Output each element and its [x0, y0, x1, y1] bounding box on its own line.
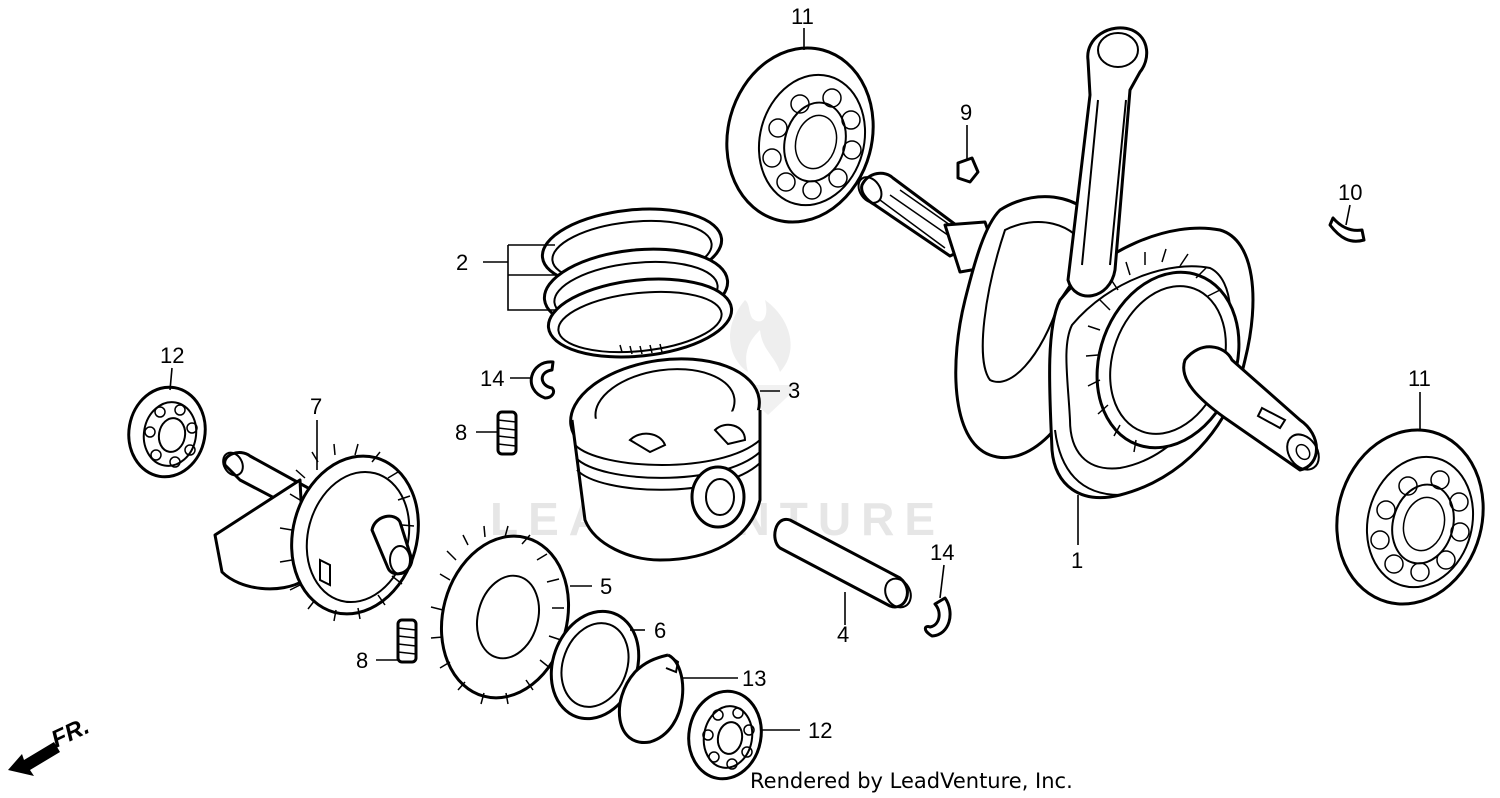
callout-11-right: 11 [1408, 366, 1431, 391]
callout-13: 13 [742, 666, 766, 691]
leader-lines [169, 28, 1421, 731]
callout-10: 10 [1338, 180, 1362, 205]
callout-5: 5 [600, 574, 612, 599]
circlip-14-bottom [923, 596, 952, 638]
arrow-front-icon [8, 742, 60, 776]
render-credit: Rendered by LeadVenture, Inc. [750, 769, 1073, 793]
piston-pin-4 [773, 517, 912, 609]
callout-12-left: 12 [160, 343, 184, 368]
spring-8-top [496, 410, 518, 456]
piston-rings-2 [540, 207, 734, 359]
callout-11-top: 11 [791, 4, 814, 29]
callout-4: 4 [837, 622, 849, 647]
callout-6: 6 [654, 618, 666, 643]
callout-9: 9 [960, 100, 972, 125]
callout-1: 1 [1071, 548, 1083, 573]
callout-labels: 11 9 10 11 1 2 14 3 8 12 7 5 6 8 4 14 13… [160, 4, 1431, 743]
bearing-11-right [1335, 428, 1485, 606]
circlip-14-top [529, 360, 556, 400]
spring-8-bottom [396, 618, 418, 664]
callout-12-bottom: 12 [808, 718, 832, 743]
bearing-11-top [725, 46, 875, 224]
crankshaft-1 [857, 26, 1320, 500]
callout-14-top: 14 [480, 366, 504, 391]
balancer-shaft-7 [213, 443, 420, 622]
woodruff-key-10 [1328, 216, 1366, 243]
bearing-12-bottom [687, 689, 763, 781]
callout-2: 2 [456, 250, 468, 275]
callout-3: 3 [788, 378, 800, 403]
piston-3 [569, 357, 762, 562]
snap-ring-13 [617, 653, 685, 744]
callout-8-top: 8 [455, 420, 467, 445]
woodruff-key-9 [956, 156, 980, 184]
callout-7: 7 [310, 394, 322, 419]
callout-14-bottom: 14 [930, 540, 954, 565]
callout-8-bottom: 8 [356, 648, 368, 673]
bearing-12-left [127, 385, 207, 479]
front-direction-indicator: FR. [8, 713, 94, 776]
